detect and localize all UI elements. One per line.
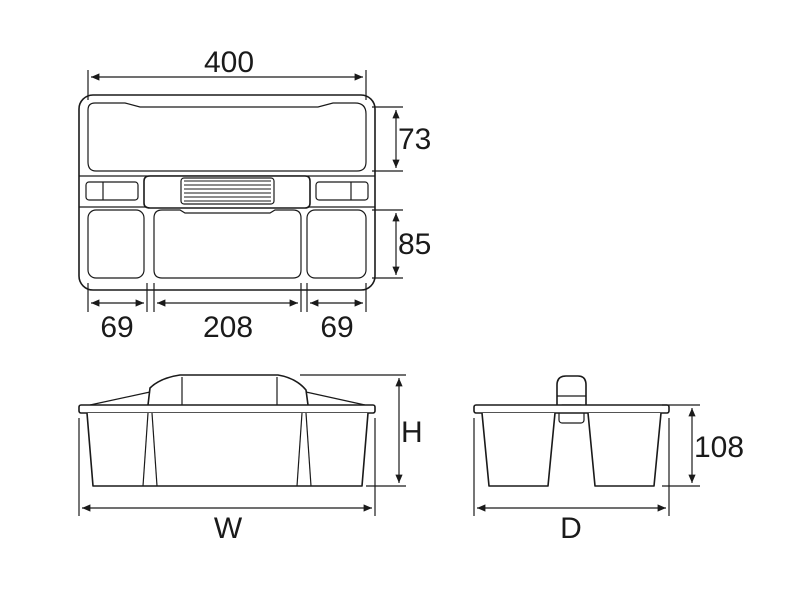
dim-height-108: 108 <box>694 431 744 464</box>
front-view-dimensions: W H <box>78 374 423 545</box>
front-rim <box>78 404 376 414</box>
dim-left-69: 69 <box>100 311 133 344</box>
front-body <box>86 412 369 487</box>
right-handle-slot <box>315 181 369 201</box>
front-handle <box>147 374 309 406</box>
dim-lower-85: 85 <box>398 228 431 261</box>
dim-width-W: W <box>214 512 243 545</box>
handle-grip <box>143 175 311 209</box>
dim-upper-73: 73 <box>398 123 431 156</box>
dim-right-69: 69 <box>320 311 353 344</box>
side-view <box>473 375 670 487</box>
top-view <box>78 94 376 291</box>
dim-width-400: 400 <box>204 46 254 79</box>
grip-ribs <box>184 180 271 202</box>
side-left-bin <box>481 412 556 487</box>
dim-depth-D: D <box>560 512 582 545</box>
upper-compartment <box>87 102 367 172</box>
lower-left-compartment <box>87 209 145 279</box>
side-view-dimensions: D 108 <box>473 404 744 545</box>
front-view <box>78 374 376 487</box>
left-handle-slot <box>85 181 139 201</box>
dim-center-208: 208 <box>203 311 253 344</box>
top-view-dimensions: 400 73 85 69 208 69 <box>87 46 431 344</box>
dim-height-H: H <box>401 416 423 449</box>
side-rim <box>473 404 670 414</box>
side-right-bin <box>587 412 662 487</box>
lower-center-compartment <box>153 209 302 279</box>
side-handle-post <box>556 375 587 405</box>
lower-right-compartment <box>306 209 367 279</box>
